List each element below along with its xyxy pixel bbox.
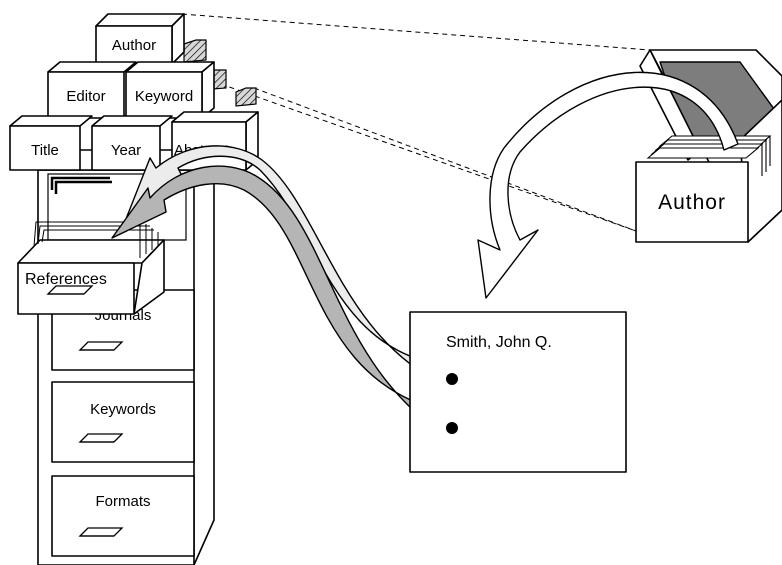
index-box-label-editor: Editor [66, 88, 105, 105]
drawer-handle-icon [80, 342, 122, 350]
index-box-label-title: Title [31, 142, 59, 159]
drawer-handle-icon [80, 528, 122, 536]
index-box-year[interactable]: Year [92, 116, 172, 170]
bullet-icon [446, 373, 458, 385]
card-box-label: Author [658, 191, 726, 214]
index-box-editor[interactable]: Editor [48, 62, 136, 118]
drawer-label-keywords: Keywords [90, 401, 156, 418]
bullet-icon [446, 422, 458, 434]
drawer-handle-icon [48, 286, 92, 294]
drawer-label-formats: Formats [95, 493, 150, 510]
drawer-formats[interactable]: Formats [52, 476, 194, 556]
index-box-title[interactable]: Title [10, 116, 92, 170]
index-box-keyword[interactable]: Keyword [126, 62, 214, 118]
record-card[interactable]: Smith, John Q. [410, 312, 626, 472]
index-box-label-year: Year [111, 142, 141, 159]
drawer-keywords[interactable]: Keywords [52, 382, 194, 462]
index-box-author[interactable]: Author [96, 14, 184, 64]
index-box-label-keyword: Keyword [135, 88, 193, 105]
index-box-label-author: Author [112, 37, 156, 54]
drawer-handle-icon [80, 434, 122, 442]
file-cabinet: Journals Keywords Formats [18, 150, 214, 565]
record-card-name: Smith, John Q. [446, 334, 552, 351]
